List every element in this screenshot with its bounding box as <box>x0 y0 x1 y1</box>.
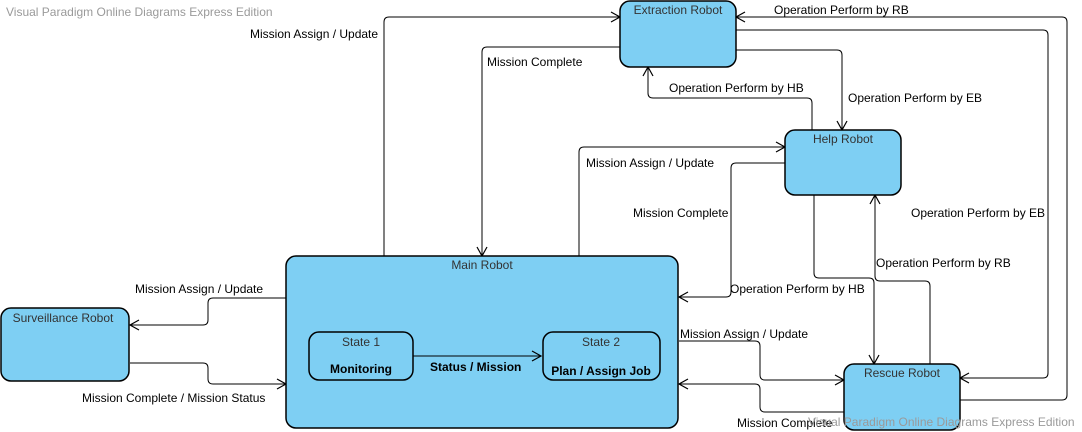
edge-label-state1-to-state2: Status / Mission <box>430 360 521 374</box>
edge-label-help-to-rescue: Operation Perform by HB <box>730 282 865 296</box>
edge-label-main-to-extraction: Mission Assign / Update <box>250 27 378 41</box>
edge-label-main-to-rescue: Mission Assign / Update <box>680 327 808 341</box>
edge-label-rescue-to-extraction: Operation Perform by RB <box>774 3 909 17</box>
edge-main-to-rescue[interactable] <box>679 340 846 386</box>
watermark-top: Visual Paradigm Online Diagrams Express … <box>6 5 273 19</box>
edge-label-surveillance-to-main: Mission Complete / Mission Status <box>82 391 265 405</box>
node-surveillance-robot[interactable]: Surveillance Robot <box>0 307 130 382</box>
state-1-title: State 1 <box>342 335 380 349</box>
state-2-title: State 2 <box>582 335 620 349</box>
edge-extraction-to-help[interactable] <box>736 49 848 132</box>
edge-help-to-rescue[interactable] <box>813 195 880 366</box>
edge-rescue-to-extraction[interactable] <box>734 11 1068 401</box>
edge-label-extraction-to-rescue: Operation Perform by EB <box>911 206 1045 220</box>
edge-surveillance-to-main[interactable] <box>130 362 288 390</box>
node-main-robot-label: Main Robot <box>451 258 513 272</box>
edge-main-to-surveillance[interactable] <box>128 297 286 331</box>
edge-label-rescue-to-help: Operation Perform by RB <box>876 256 1011 270</box>
node-extraction-robot[interactable]: Extraction Robot <box>619 0 737 68</box>
node-state-1[interactable]: State 1 Monitoring <box>308 331 414 381</box>
node-help-robot-label: Help Robot <box>813 132 874 146</box>
node-main-robot[interactable]: Main Robot <box>285 255 679 429</box>
edge-label-main-to-surveillance: Mission Assign / Update <box>135 282 263 296</box>
edge-main-to-help[interactable] <box>578 141 787 256</box>
node-rescue-robot[interactable]: Rescue Robot <box>843 363 961 431</box>
node-surveillance-robot-label: Surveillance Robot <box>13 311 114 325</box>
edge-label-rescue-to-main: Mission Complete <box>737 416 833 430</box>
state-2-body: Plan / Assign Job <box>551 364 651 378</box>
edge-extraction-to-rescue[interactable] <box>736 29 1049 384</box>
edge-label-extraction-to-help: Operation Perform by EB <box>848 91 982 105</box>
edge-rescue-to-help[interactable] <box>869 193 931 364</box>
edge-help-to-extraction[interactable] <box>642 65 813 130</box>
edge-label-main-to-help: Mission Assign / Update <box>586 156 714 170</box>
watermark-bottom: Visual Paradigm Online Diagrams Express … <box>808 415 1075 429</box>
edge-main-to-extraction[interactable] <box>383 11 622 256</box>
edge-help-to-main[interactable] <box>677 162 785 303</box>
node-rescue-robot-label: Rescue Robot <box>864 366 941 380</box>
edge-label-extraction-to-main: Mission Complete <box>487 55 583 69</box>
node-state-2[interactable]: State 2 Plan / Assign Job <box>542 331 661 381</box>
edge-extraction-to-main[interactable] <box>476 46 620 258</box>
state-1-body: Monitoring <box>330 362 392 376</box>
edge-label-help-to-main: Mission Complete <box>633 206 729 220</box>
edge-label-help-to-extraction: Operation Perform by HB <box>669 81 804 95</box>
node-help-robot[interactable]: Help Robot <box>784 129 902 196</box>
node-extraction-robot-label: Extraction Robot <box>634 3 723 17</box>
edge-rescue-to-main[interactable] <box>677 378 844 413</box>
